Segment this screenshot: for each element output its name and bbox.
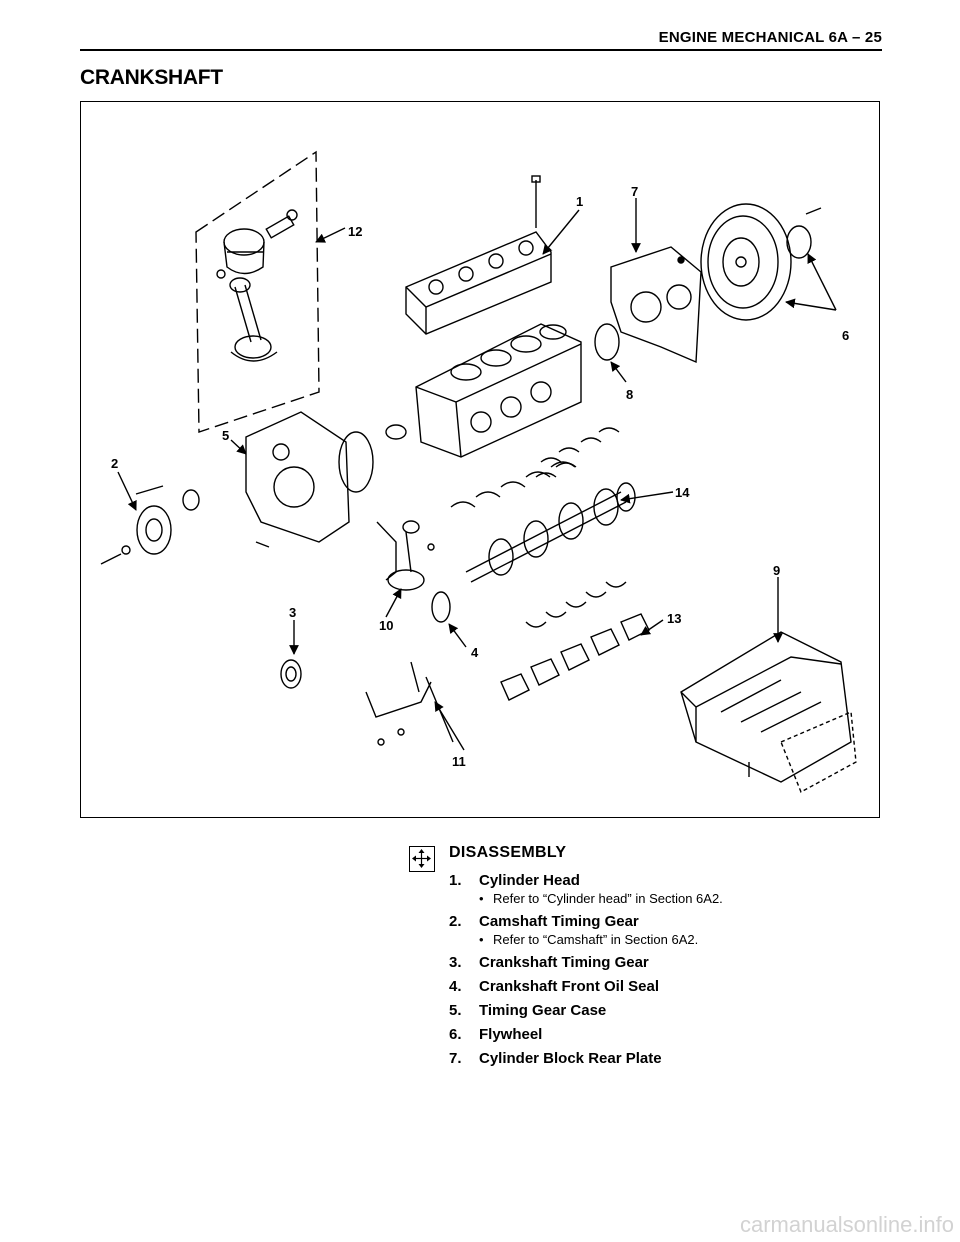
step-label: Timing Gear Case <box>479 1002 607 1019</box>
cylinder-head-part <box>405 175 552 335</box>
callout-leaders <box>117 198 837 751</box>
crankshaft-part <box>465 482 636 583</box>
step-label: Cylinder Head <box>479 872 580 889</box>
step-item: 3. Crankshaft Timing Gear <box>449 954 889 972</box>
step-item: 6. Flywheel <box>449 1026 889 1044</box>
callout-3: 3 <box>289 605 296 620</box>
callout-11: 11 <box>452 754 466 769</box>
callout-5: 5 <box>222 428 229 443</box>
callout-9: 9 <box>773 563 780 578</box>
callout-13: 13 <box>667 611 681 626</box>
bullet-icon: • <box>479 932 484 947</box>
callout-6: 6 <box>842 328 849 343</box>
timing-gear-case-part <box>245 411 374 548</box>
exploded-view-drawing: 1 2 3 4 5 6 7 8 9 10 11 12 13 14 <box>100 150 857 793</box>
callout-12: 12 <box>348 224 362 239</box>
step-number: 4. <box>449 978 462 995</box>
step-label: Crankshaft Front Oil Seal <box>479 978 660 995</box>
running-header: ENGINE MECHANICAL 6A – 25 <box>658 29 882 46</box>
bullet-icon: • <box>479 891 484 906</box>
step-number: 3. <box>449 954 462 971</box>
rear-plate-part <box>610 246 702 364</box>
step-item: 2. Camshaft Timing Gear • Refer to “Cams… <box>449 913 889 948</box>
step-list: 1. Cylinder Head • Refer to “Cylinder he… <box>449 872 889 1074</box>
lower-bearings-part <box>525 581 627 628</box>
step-item: 4. Crankshaft Front Oil Seal <box>449 978 889 996</box>
camshaft-timing-gear-part <box>100 485 200 565</box>
oil-strainer-part <box>365 661 454 746</box>
step-note: Refer to “Cylinder head” in Section 6A2. <box>493 891 723 906</box>
watermark-text: carmanualsonline.info <box>739 1212 954 1237</box>
bearing-caps-part <box>500 613 650 701</box>
front-oil-seal-part <box>431 591 451 623</box>
callout-14: 14 <box>675 485 690 500</box>
oil-pump-part <box>376 520 435 591</box>
flywheel-part <box>700 203 822 321</box>
step-label: Crankshaft Timing Gear <box>479 954 649 971</box>
thrust-bearings-part <box>450 461 576 508</box>
page-title: CRANKSHAFT <box>80 66 223 89</box>
exploded-view-figure: 1 2 3 4 5 6 7 8 9 10 11 12 13 14 <box>80 101 880 818</box>
step-number: 6. <box>449 1026 462 1043</box>
callout-7: 7 <box>631 184 638 199</box>
step-note: Refer to “Camshaft” in Section 6A2. <box>493 932 699 947</box>
callout-8: 8 <box>626 387 633 402</box>
procedure-heading: DISASSEMBLY <box>449 844 567 861</box>
step-label: Cylinder Block Rear Plate <box>479 1050 662 1067</box>
callout-10: 10 <box>379 618 393 633</box>
rear-oil-seal-part <box>594 323 620 361</box>
oil-pan-part <box>680 631 857 793</box>
upper-bearings-part <box>535 427 620 478</box>
callout-2: 2 <box>111 456 118 471</box>
step-label: Flywheel <box>479 1026 543 1043</box>
step-number: 5. <box>449 1002 462 1019</box>
step-number: 2. <box>449 913 462 930</box>
step-number: 1. <box>449 872 462 889</box>
step-label: Camshaft Timing Gear <box>479 913 639 930</box>
crankshaft-timing-gear-part <box>280 659 302 689</box>
callout-4: 4 <box>471 645 479 660</box>
step-number: 7. <box>449 1050 462 1067</box>
disassembly-arrows-icon <box>409 846 435 872</box>
cylinder-block-part <box>385 323 582 458</box>
callout-1: 1 <box>576 194 583 209</box>
step-item: 7. Cylinder Block Rear Plate <box>449 1050 889 1068</box>
header-rule <box>80 49 882 51</box>
step-item: 1. Cylinder Head • Refer to “Cylinder he… <box>449 872 889 907</box>
step-item: 5. Timing Gear Case <box>449 1002 889 1020</box>
piston-conrod-group <box>195 150 320 433</box>
